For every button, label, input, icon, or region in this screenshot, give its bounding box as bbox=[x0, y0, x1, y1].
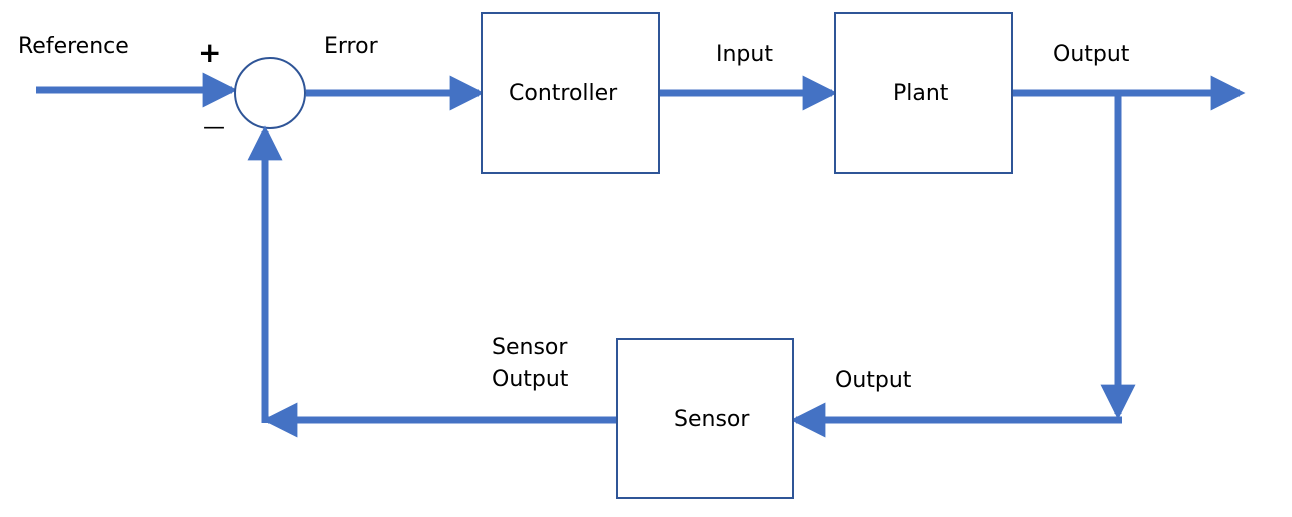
plant-block: Plant bbox=[834, 12, 1013, 174]
summing-junction bbox=[234, 57, 306, 129]
sensor-output-label-line2: Output bbox=[492, 367, 569, 392]
error-label: Error bbox=[324, 34, 378, 59]
reference-label: Reference bbox=[18, 34, 129, 59]
input-label: Input bbox=[716, 42, 773, 67]
minus-sign: — bbox=[203, 115, 225, 140]
output-label-forward: Output bbox=[1053, 42, 1130, 67]
plant-label: Plant bbox=[893, 81, 949, 106]
controller-block: Controller bbox=[481, 12, 660, 174]
sensor-block: Sensor bbox=[616, 338, 794, 499]
controller-label: Controller bbox=[509, 81, 618, 106]
output-label-feedback: Output bbox=[835, 368, 912, 393]
sensor-label: Sensor bbox=[674, 407, 750, 432]
sensor-output-label-line1: Sensor bbox=[492, 335, 568, 360]
plus-sign: + bbox=[198, 36, 222, 69]
